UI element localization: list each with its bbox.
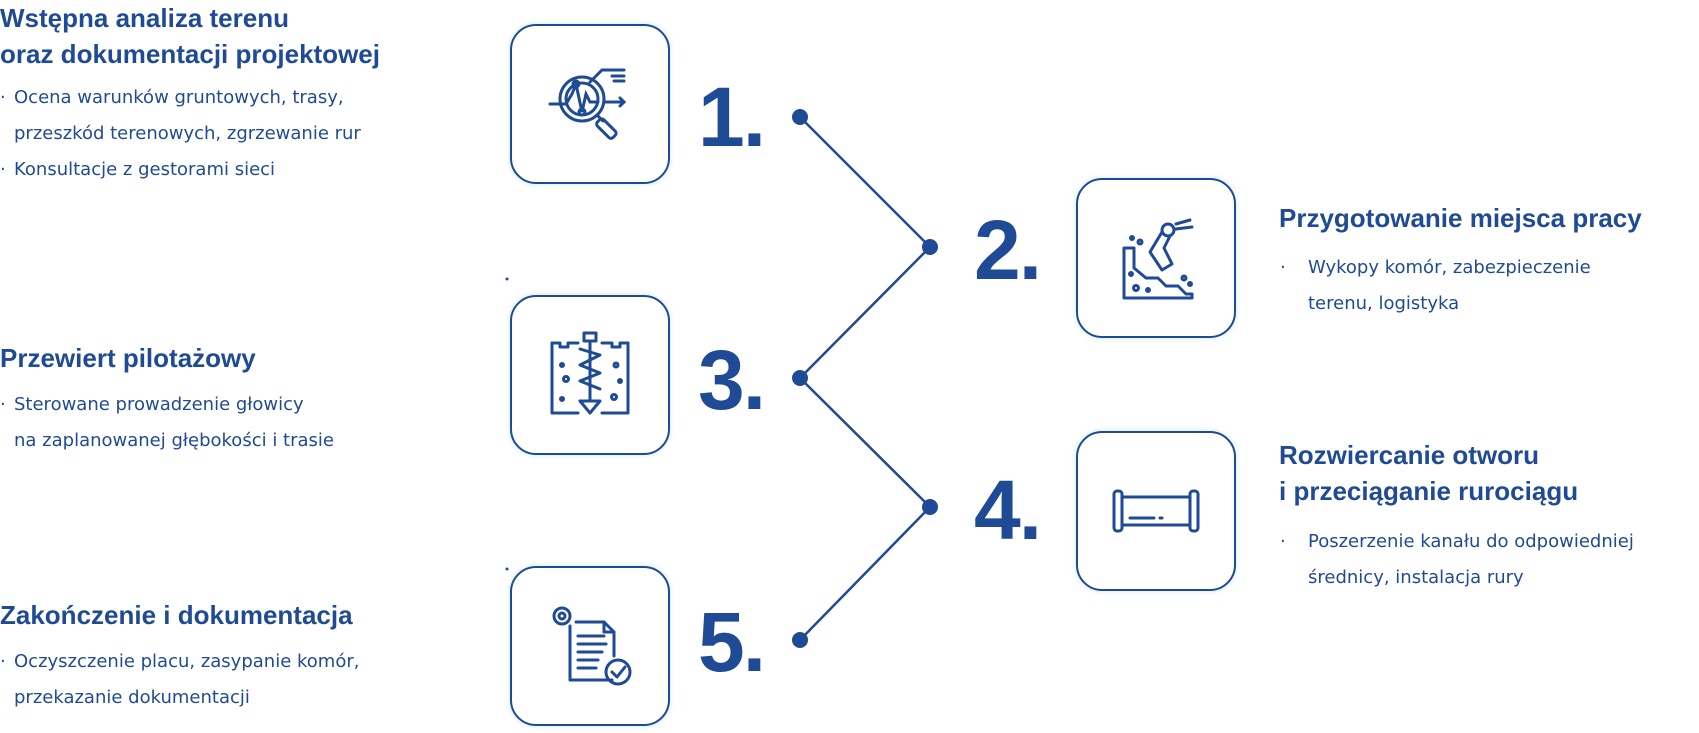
step-5-bullets: · Oczyszczenie placu, zasypanie komór, pr… (0, 644, 359, 716)
bullet-text: Oczyszczenie placu, zasypanie komór, (14, 651, 360, 672)
excavator-icon (1122, 218, 1194, 300)
step-1-icon-box (510, 24, 670, 184)
stray-dot (505, 567, 509, 571)
bullet-text: Ocena warunków gruntowych, trasy, (14, 87, 344, 108)
step-4-number: 4. (974, 463, 1042, 557)
step-3-bullets: · Sterowane prowadzenie głowicy na zaplan… (0, 387, 334, 459)
bullet-text: średnicy, instalacja rury (1308, 567, 1524, 588)
bullet-text: terenu, logistyka (1308, 293, 1460, 314)
title-line: oraz dokumentacji projektowej (0, 39, 380, 69)
bullet-marker: · (1280, 531, 1286, 552)
step-3-icon-box (510, 295, 670, 455)
bullet-marker: · (0, 159, 6, 180)
title-line: Przewiert pilotażowy (0, 343, 256, 373)
title-line: Przygotowanie miejsca pracy (1279, 203, 1642, 233)
bullet-text: Wykopy komór, zabezpieczenie (1308, 257, 1591, 278)
step-1-title: Wstępna analiza terenu oraz dokumentacji… (0, 0, 380, 72)
title-line: Rozwiercanie otworu (1279, 440, 1540, 470)
bullet-text: Konsultacje z gestorami sieci (14, 159, 276, 180)
step-2-title: Przygotowanie miejsca pracy (1279, 200, 1642, 236)
title-line: Wstępna analiza terenu (0, 3, 289, 33)
stray-dot (505, 277, 509, 281)
bullet-text: na zaplanowanej głębokości i trasie (14, 430, 334, 451)
step-2-bullets: · Wykopy komór, zabezpieczenie terenu, lo… (1280, 250, 1591, 322)
bullet-text: Poszerzenie kanału do odpowiedniej (1308, 531, 1634, 552)
step-5-icon-box (510, 566, 670, 726)
step-4-title: Rozwiercanie otworu i przeciąganie ruroc… (1279, 437, 1578, 509)
connector-dot-1 (792, 109, 808, 125)
bullet-text: przekazanie dokumentacji (14, 687, 250, 708)
bullet-text: Sterowane prowadzenie głowicy (14, 394, 304, 415)
connector-dot-5 (792, 632, 808, 648)
step-2-number: 2. (974, 203, 1042, 297)
connector-dot-4 (922, 499, 938, 515)
step-3-title: Przewiert pilotażowy (0, 340, 256, 376)
step-5-number: 5. (698, 595, 766, 689)
step-4-bullets: · Poszerzenie kanału do odpowiedniej śred… (1280, 524, 1634, 596)
pipe-icon (1112, 489, 1200, 533)
step-5-title: Zakończenie i dokumentacja (0, 597, 353, 633)
step-4-icon-box (1076, 431, 1236, 591)
step-3-number: 3. (698, 333, 766, 427)
bullet-marker: · (0, 394, 6, 415)
magnifier-analysis-icon (548, 68, 627, 140)
bullet-text: przeszkód terenowych, zgrzewanie rur (14, 123, 361, 144)
document-check-icon (552, 606, 632, 686)
connector-dot-2 (922, 239, 938, 255)
connector-dot-3 (792, 370, 808, 386)
step-1-bullets: · Ocena warunków gruntowych, trasy, przes… (0, 80, 361, 188)
title-line: Zakończenie i dokumentacja (0, 600, 353, 630)
step-2-icon-box (1076, 178, 1236, 338)
bullet-marker: · (0, 651, 6, 672)
step-1-number: 1. (698, 70, 766, 164)
bullet-marker: · (1280, 257, 1286, 278)
bullet-marker: · (0, 87, 6, 108)
title-line: i przeciąganie rurociągu (1279, 476, 1579, 506)
zigzag-connector (798, 116, 932, 641)
drill-icon (550, 331, 630, 415)
